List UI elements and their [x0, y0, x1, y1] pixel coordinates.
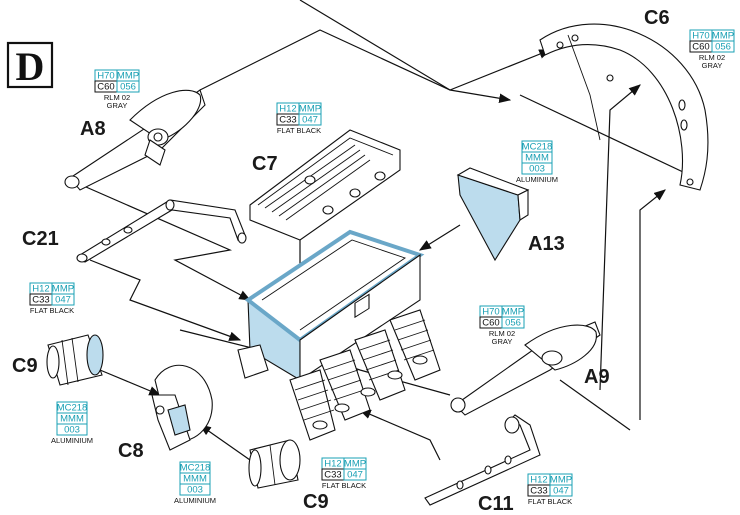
- part-main-block: [237, 229, 441, 441]
- paint-chip-code: C60: [482, 318, 499, 329]
- part-a9-strut: [450, 321, 601, 416]
- paint-chip-cell: [179, 483, 211, 496]
- paint-chip-cell: [56, 423, 88, 436]
- paint-chip-code: MMM: [525, 153, 549, 164]
- part-c11-pipe: [424, 414, 541, 506]
- part-label-c11: C11: [478, 493, 514, 515]
- paint-chip-color-name: RLM 02: [699, 53, 725, 62]
- paint-chip-code: C60: [692, 42, 709, 53]
- paint-chip-code: 047: [55, 295, 71, 306]
- paint-chip-code: C33: [530, 486, 547, 497]
- paint-chip-code: MMP: [117, 71, 139, 82]
- paint-chip-color-name: GRAY: [702, 61, 723, 70]
- part-label-c8: C8: [118, 440, 144, 462]
- paint-chip-color-name: GRAY: [107, 101, 128, 110]
- paint-chip-code: H70: [692, 31, 709, 42]
- paint-chip-cell: [343, 468, 367, 481]
- step-box: D: [6, 41, 54, 89]
- paint-chip-code: H12: [324, 459, 341, 470]
- paint-chip-color-name: ALUMINIUM: [174, 496, 216, 505]
- part-label-c7: C7: [252, 153, 278, 175]
- paint-chip-code: MMP: [550, 475, 572, 486]
- paint-chip-color-name: RLM 02: [489, 329, 515, 338]
- part-label-a13: A13: [528, 233, 565, 255]
- paint-chip-cell: [711, 40, 735, 53]
- paint-chip-code: C33: [32, 295, 49, 306]
- paint-chip-code: MC218: [57, 403, 88, 414]
- paint-chip-cell: [51, 293, 75, 306]
- paint-chip-code: C60: [97, 82, 114, 93]
- part-a8-strut: [64, 89, 206, 191]
- paint-chip-code: C33: [279, 115, 296, 126]
- part-c7-cover: [249, 129, 401, 241]
- part-c9-left-cylinder: [46, 334, 104, 386]
- paint-chip-code: 056: [505, 318, 521, 329]
- paint-chip-code: 047: [302, 115, 318, 126]
- paint-chip-code: 003: [64, 425, 80, 436]
- part-labels: A8 C6 C7 C21 A13 C9 C8 A9 C9 C11: [12, 7, 670, 515]
- part-c21-pipe: [76, 199, 247, 263]
- part-c8-bracket: [151, 364, 213, 451]
- paint-chip-code: MMP: [712, 31, 734, 42]
- paint-chip-code: H70: [97, 71, 114, 82]
- paint-chip-code: 003: [187, 485, 203, 496]
- paint-chip-code: MC218: [522, 142, 553, 153]
- part-label-a8: A8: [80, 118, 106, 140]
- part-label-c9-left: C9: [12, 355, 38, 377]
- part-label-c21: C21: [22, 228, 59, 250]
- paint-chip-color-name: FLAT BLACK: [30, 306, 74, 315]
- paint-chip-code: H70: [482, 307, 499, 318]
- paint-chip-code: 056: [715, 42, 731, 53]
- paint-chip-color-name: RLM 02: [104, 93, 130, 102]
- paint-chip-code: 047: [553, 486, 569, 497]
- paint-chip-code: H12: [279, 104, 296, 115]
- paint-chip-cell: [521, 162, 553, 175]
- paint-chip-color-name: FLAT BLACK: [528, 497, 572, 506]
- paint-chip-code: MC218: [180, 463, 211, 474]
- part-c6-frame: [539, 23, 709, 191]
- paint-chip-color-name: FLAT BLACK: [277, 126, 321, 135]
- paint-chip-code: MMM: [183, 474, 207, 485]
- part-label-c6: C6: [644, 7, 670, 29]
- paint-chip-code: MMP: [299, 104, 321, 115]
- step-label: D: [16, 44, 45, 89]
- paint-chip-color-name: FLAT BLACK: [322, 481, 366, 490]
- paint-chip-code: H12: [530, 475, 547, 486]
- paint-chip-code: H12: [32, 284, 49, 295]
- paint-chip-cell: [116, 80, 140, 93]
- paint-chip-color-name: ALUMINIUM: [516, 175, 558, 184]
- paint-chip-color-name: GRAY: [492, 337, 513, 346]
- paint-chip-cell: [501, 316, 525, 329]
- paint-chip-code: 056: [120, 82, 136, 93]
- part-label-a9: A9: [584, 366, 610, 388]
- part-a13-wedge: [456, 167, 530, 262]
- paint-chip-code: C33: [324, 470, 341, 481]
- paint-chip-code: MMP: [344, 459, 366, 470]
- paint-chip-color-name: ALUMINIUM: [51, 436, 93, 445]
- paint-chip-code: MMP: [52, 284, 74, 295]
- paint-chip-code: 003: [529, 164, 545, 175]
- part-label-c9-lower: C9: [303, 491, 329, 513]
- paint-chip-cell: [549, 484, 573, 497]
- paint-chip-cell: [298, 113, 322, 126]
- paint-chip-code: MMP: [502, 307, 524, 318]
- paint-chip-code: MMM: [60, 414, 84, 425]
- paint-chip-code: 047: [347, 470, 363, 481]
- part-c9-lower-cylinder: [248, 439, 301, 489]
